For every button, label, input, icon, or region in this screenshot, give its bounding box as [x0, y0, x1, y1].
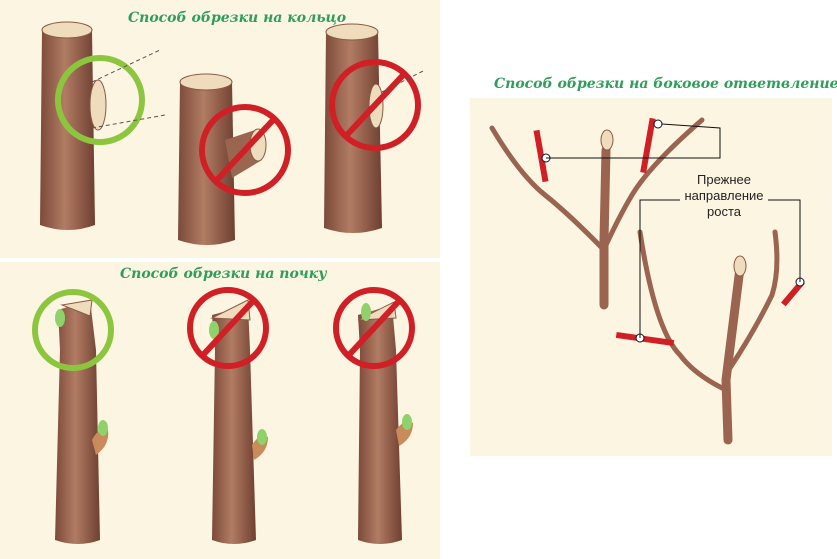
- wrong-slash-3: [199, 297, 257, 359]
- note-line: роста: [707, 204, 741, 219]
- pruning-shears-mark: [615, 331, 675, 347]
- callout-line: [768, 199, 801, 282]
- wrong-ring-mark-2: [329, 59, 421, 151]
- side-branch-title: Способ обрезки на боковое ответвление: [494, 76, 837, 92]
- wrong-slash-1: [212, 115, 278, 185]
- wrong-ring-mark-3: [187, 287, 269, 369]
- cut-face: [733, 255, 747, 277]
- pruning-shears-mark: [533, 129, 549, 183]
- bud-cut-title: Способ обрезки на почку: [120, 266, 327, 282]
- note-line: Прежнее: [697, 172, 751, 187]
- growth-direction-note: Прежнее направление роста: [664, 172, 784, 220]
- correct-ring-mark-1: [55, 55, 145, 145]
- wrong-slash-4: [345, 297, 403, 359]
- pruning-shears-mark: [640, 117, 656, 174]
- marker-dot: [653, 119, 663, 129]
- wrong-ring-mark-1: [199, 104, 291, 196]
- correct-ring-mark-2: [32, 289, 114, 371]
- cut-guide-line: [91, 114, 166, 129]
- ring-cut-title: Способ обрезки на кольцо: [128, 10, 347, 26]
- callout-line: [639, 199, 680, 338]
- side-branch-tree-1: [489, 117, 705, 310]
- side-branch-tree-2: [637, 229, 780, 445]
- cut-face: [600, 129, 614, 151]
- wrong-ring-mark-4: [333, 287, 415, 369]
- note-line: направление: [684, 188, 764, 203]
- cut-guide-line: [381, 69, 426, 93]
- ring-cut-trunk-1: [40, 21, 107, 230]
- ring-cut-trunk-2: [178, 73, 267, 245]
- cut-guide-line: [91, 49, 161, 83]
- wrong-slash-2: [342, 70, 408, 140]
- callout-line: [546, 123, 721, 159]
- bud-cut-stem-1: [55, 299, 109, 544]
